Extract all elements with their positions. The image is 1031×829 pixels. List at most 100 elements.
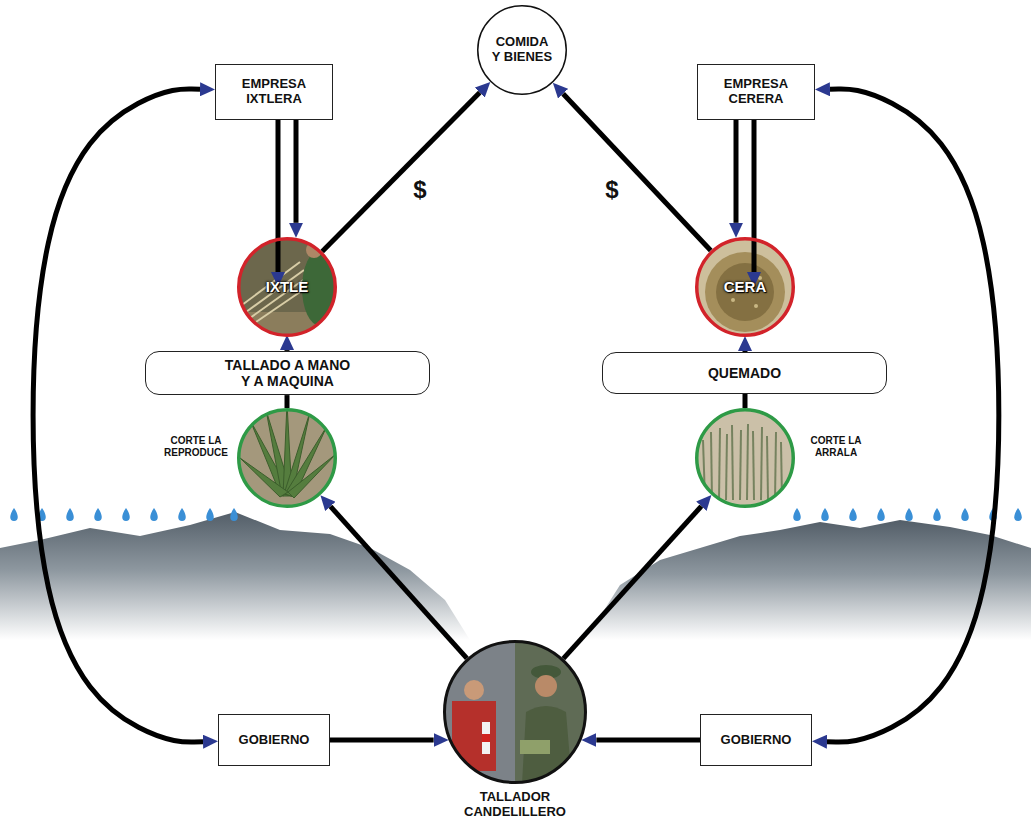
node-label: GOBIERNO bbox=[721, 733, 792, 748]
drop bbox=[793, 508, 801, 521]
drop bbox=[1014, 508, 1022, 521]
candelilla-photo bbox=[695, 408, 795, 508]
flow-arrow bbox=[743, 394, 748, 408]
company-box: EMPRESA IXTLERA bbox=[215, 64, 333, 120]
node-label: IXTLE bbox=[266, 278, 309, 295]
goods-circle: COMIDA Y BIENES bbox=[477, 5, 567, 95]
rain-drops bbox=[10, 508, 1022, 521]
node-label: COMIDA Y BIENES bbox=[491, 35, 554, 65]
circle-outline bbox=[697, 239, 794, 336]
circle-outline bbox=[239, 410, 336, 507]
government-box: GOBIERNO bbox=[700, 714, 812, 766]
process-box: QUEMADO bbox=[602, 352, 887, 394]
drop bbox=[206, 508, 214, 521]
process-box: TALLADO A MANO Y A MAQUINA bbox=[145, 351, 430, 395]
drop bbox=[821, 508, 829, 521]
wax-speck bbox=[731, 298, 735, 302]
plant-photo-circle: CORTE LA REPRODUCE bbox=[237, 408, 337, 508]
drop bbox=[10, 508, 18, 521]
wax-rim bbox=[705, 252, 785, 332]
stem bbox=[711, 432, 712, 500]
bottle bbox=[482, 722, 490, 754]
drop bbox=[94, 508, 102, 521]
node-caption: CORTE LA ARRALA bbox=[801, 435, 871, 458]
flow-arrow bbox=[596, 738, 700, 743]
drop bbox=[961, 508, 969, 521]
drop bbox=[150, 508, 158, 521]
agave-leaves bbox=[240, 403, 336, 498]
flow-arrow bbox=[563, 94, 711, 251]
wax-speck bbox=[754, 304, 758, 308]
drop bbox=[122, 508, 130, 521]
money-label: $ bbox=[603, 178, 620, 202]
drop bbox=[933, 508, 941, 521]
stem bbox=[732, 425, 733, 500]
worker-body bbox=[452, 701, 496, 771]
product-photo-circle: CERA bbox=[695, 237, 795, 337]
tallador-photo bbox=[443, 640, 587, 784]
leaf bbox=[285, 426, 327, 497]
lechuguilla-photo bbox=[237, 403, 337, 508]
circle-outline-svg bbox=[237, 408, 337, 508]
drop bbox=[905, 508, 913, 521]
node-label: CERA bbox=[724, 278, 767, 295]
stem bbox=[703, 440, 705, 500]
mountain-left bbox=[0, 512, 470, 640]
stem bbox=[747, 424, 748, 500]
flow-arrow bbox=[752, 100, 757, 272]
leaf bbox=[240, 458, 288, 497]
mountain-right bbox=[585, 520, 1031, 640]
stem bbox=[726, 434, 727, 500]
node-label: QUEMADO bbox=[708, 365, 781, 381]
flow-arrow bbox=[827, 89, 999, 742]
node-caption: CORTE LA REPRODUCE bbox=[161, 435, 231, 458]
circle-outline bbox=[445, 642, 586, 783]
plant-bundle bbox=[520, 740, 550, 754]
plant-photo-circle: CORTE LA ARRALA bbox=[695, 408, 795, 508]
worker-head bbox=[535, 675, 557, 697]
stem bbox=[753, 431, 754, 500]
flow-arrow bbox=[294, 120, 299, 223]
flow-arrow bbox=[734, 120, 739, 223]
flow-arrow bbox=[276, 100, 281, 272]
photo-ground bbox=[695, 408, 795, 508]
flow-arrow bbox=[330, 506, 466, 658]
photo-ground bbox=[237, 237, 337, 337]
bottle-label bbox=[482, 734, 490, 742]
drop bbox=[877, 508, 885, 521]
flow-arrow bbox=[563, 506, 701, 658]
circle-outline bbox=[478, 6, 567, 95]
photo-ground bbox=[443, 640, 515, 784]
stem bbox=[767, 436, 768, 500]
stem bbox=[761, 427, 762, 500]
photo-ground bbox=[515, 640, 587, 784]
worker-photo-circle: TALLADOR CANDELILLERO bbox=[443, 640, 587, 784]
photo-ground bbox=[695, 237, 795, 337]
drop bbox=[66, 508, 74, 521]
circle-outline-svg bbox=[443, 640, 587, 784]
flow-arrow bbox=[33, 89, 203, 742]
stem bbox=[740, 430, 741, 500]
drop bbox=[230, 508, 238, 521]
flow-arrow bbox=[285, 395, 290, 408]
drop bbox=[849, 508, 857, 521]
cera-photo bbox=[695, 237, 795, 337]
product-photo-circle: IXTLE bbox=[237, 237, 337, 337]
circle-outline-svg bbox=[695, 408, 795, 508]
government-box: GOBIERNO bbox=[218, 714, 330, 766]
leaf bbox=[288, 454, 336, 498]
flow-arrow bbox=[322, 93, 480, 252]
flow-arrow bbox=[330, 738, 434, 743]
candelilla-stems bbox=[703, 424, 782, 500]
node-label: EMPRESA IXTLERA bbox=[224, 77, 324, 107]
drop bbox=[178, 508, 186, 521]
wax-cake bbox=[716, 263, 774, 321]
company-box: EMPRESA CERERA bbox=[697, 64, 815, 120]
stem bbox=[775, 432, 776, 500]
node-label: TALLADO A MANO Y A MAQUINA bbox=[221, 357, 355, 389]
circle-outline bbox=[239, 239, 336, 336]
mountains bbox=[0, 512, 1031, 640]
